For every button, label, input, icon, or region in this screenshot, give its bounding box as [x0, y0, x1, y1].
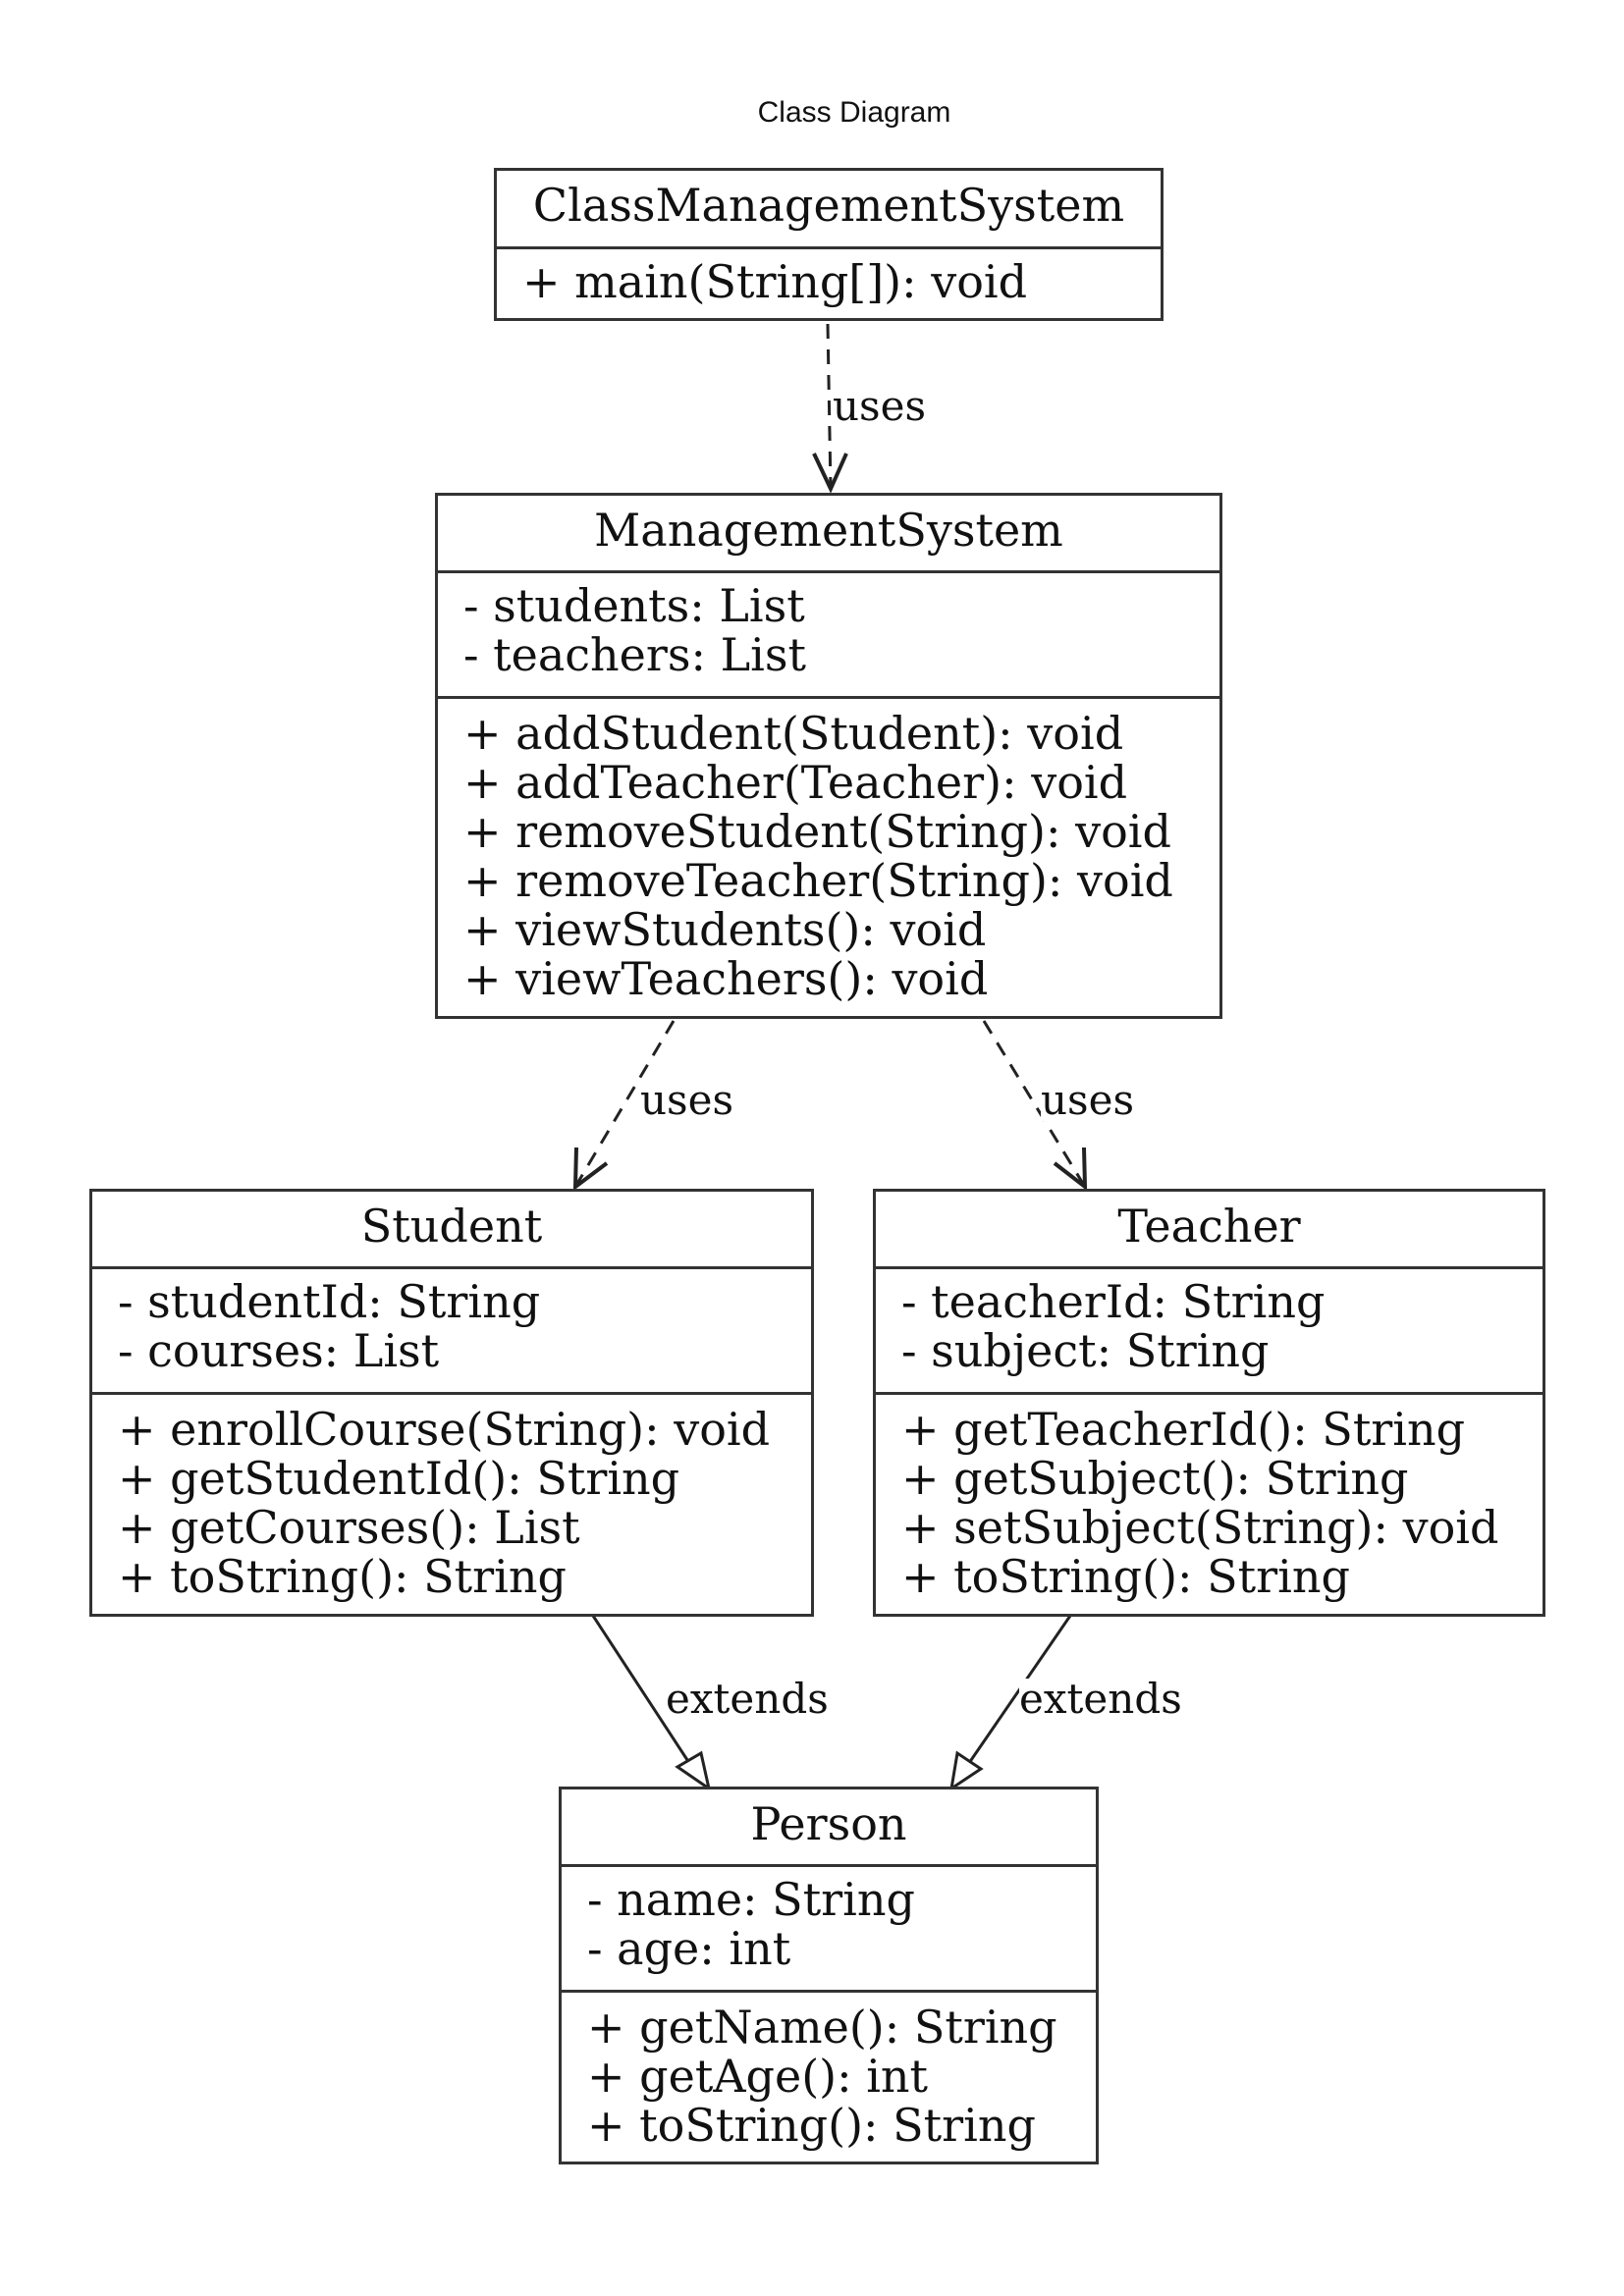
- arrowhead-teacher-person: [948, 1750, 984, 1792]
- class-box-person: Person - name: String - age: int + getNa…: [559, 1787, 1099, 2164]
- attribute-item: - studentId: String: [118, 1275, 541, 1328]
- label-uses-ms-student: uses: [640, 1076, 734, 1124]
- method-item: + getAge(): int: [587, 2050, 929, 2103]
- method-item: + toString(): String: [118, 1550, 567, 1603]
- attribute-item: - students: List: [463, 579, 805, 632]
- arrowhead-ms-student: [572, 1147, 609, 1192]
- method-item: + enrollCourse(String): void: [118, 1403, 771, 1456]
- method-list: + main(String[]): void: [497, 249, 1161, 306]
- label-extends-student-person: extends: [666, 1675, 829, 1723]
- attribute-list: - studentId: String - courses: List: [92, 1269, 811, 1395]
- method-item: + getName(): String: [587, 2001, 1057, 2054]
- method-item: + setSubject(String): void: [901, 1501, 1499, 1554]
- method-item: + getSubject(): String: [901, 1452, 1409, 1505]
- class-box-teacher: Teacher - teacherId: String - subject: S…: [873, 1189, 1545, 1617]
- edge-ms-student: [573, 1020, 676, 1188]
- class-box-management-system: ManagementSystem - students: List - teac…: [435, 493, 1222, 1019]
- arrowhead-ms-teacher: [1053, 1147, 1088, 1192]
- attribute-list: - teacherId: String - subject: String: [876, 1269, 1543, 1395]
- attribute-item: - courses: List: [118, 1324, 440, 1377]
- attribute-list: - students: List - teachers: List: [438, 573, 1219, 699]
- attribute-item: - teachers: List: [463, 628, 806, 681]
- method-item: + viewStudents(): void: [463, 903, 987, 956]
- attribute-item: - name: String: [587, 1873, 915, 1926]
- method-item: + main(String[]): void: [522, 255, 1028, 308]
- class-name: Student: [92, 1192, 811, 1269]
- method-item: + getCourses(): List: [118, 1501, 580, 1554]
- arrowhead-cms-ms: [812, 453, 848, 494]
- class-box-student: Student - studentId: String - courses: L…: [89, 1189, 814, 1617]
- class-name: ManagementSystem: [438, 496, 1219, 573]
- class-name: ClassManagementSystem: [497, 171, 1161, 249]
- class-name: Teacher: [876, 1192, 1543, 1269]
- attribute-list: - name: String - age: int: [562, 1867, 1096, 1993]
- method-item: + getStudentId(): String: [118, 1452, 680, 1505]
- class-name: Person: [562, 1789, 1096, 1867]
- method-item: + addStudent(Student): void: [463, 707, 1124, 760]
- attribute-item: - subject: String: [901, 1324, 1270, 1377]
- method-item: + viewTeachers(): void: [463, 952, 989, 1005]
- method-item: + getTeacherId(): String: [901, 1403, 1466, 1456]
- label-extends-teacher-person: extends: [1019, 1675, 1182, 1723]
- class-box-class-management-system: ClassManagementSystem + main(String[]): …: [494, 168, 1164, 321]
- edge-cms-ms: [826, 323, 833, 490]
- diagram-title: Class Diagram: [757, 96, 951, 129]
- arrowhead-student-person: [675, 1750, 712, 1792]
- method-item: + toString(): String: [901, 1550, 1350, 1603]
- edge-student-person: [591, 1615, 691, 1764]
- method-list: + enrollCourse(String): void + getStuden…: [92, 1395, 811, 1601]
- method-list: + addStudent(Student): void + addTeacher…: [438, 699, 1219, 1003]
- method-list: + getName(): String + getAge(): int + to…: [562, 1993, 1096, 2150]
- attribute-item: - age: int: [587, 1922, 791, 1975]
- attribute-item: - teacherId: String: [901, 1275, 1326, 1328]
- label-uses-ms-teacher: uses: [1041, 1076, 1135, 1124]
- method-list: + getTeacherId(): String + getSubject():…: [876, 1395, 1543, 1601]
- edge-ms-teacher: [982, 1020, 1087, 1188]
- label-uses-cms-ms: uses: [833, 382, 927, 430]
- method-item: + removeTeacher(String): void: [463, 854, 1173, 907]
- method-item: + toString(): String: [587, 2099, 1036, 2152]
- method-item: + removeStudent(String): void: [463, 805, 1171, 858]
- method-item: + addTeacher(Teacher): void: [463, 756, 1128, 809]
